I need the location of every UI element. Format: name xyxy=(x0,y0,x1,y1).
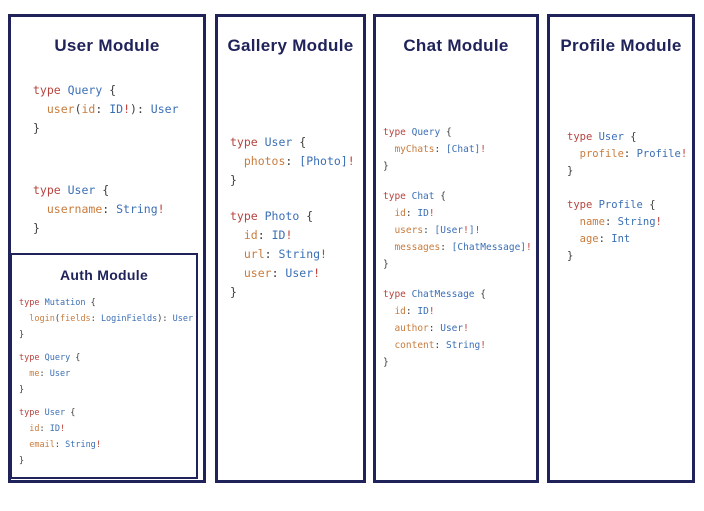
auth-module-code: type Mutation { login(fields: LoginField… xyxy=(19,298,194,466)
profile-module-panel: Profile Module type User { profile: Prof… xyxy=(547,14,695,483)
gallery-module-code: type User { photos: [Photo]!}type Photo … xyxy=(230,135,355,299)
user-module-title: User Module xyxy=(54,36,160,55)
profile-module-code: type User { profile: Profile!}type Profi… xyxy=(567,131,688,262)
chat-module-title: Chat Module xyxy=(403,36,509,55)
gallery-module-title: Gallery Module xyxy=(227,36,354,55)
profile-module-title: Profile Module xyxy=(560,36,682,55)
auth-module-panel: Auth Module type Mutation { login(fields… xyxy=(10,253,198,479)
chat-module-code: type Query { myChats: [Chat]!}type Chat … xyxy=(383,127,532,368)
gallery-module-panel: Gallery Module type User { photos: [Phot… xyxy=(215,14,366,483)
auth-module-title: Auth Module xyxy=(59,267,149,283)
user-module-code: type Query { user(id: ID!): User}type Us… xyxy=(33,83,179,235)
chat-module-panel: Chat Module type Query { myChats: [Chat]… xyxy=(373,14,539,483)
